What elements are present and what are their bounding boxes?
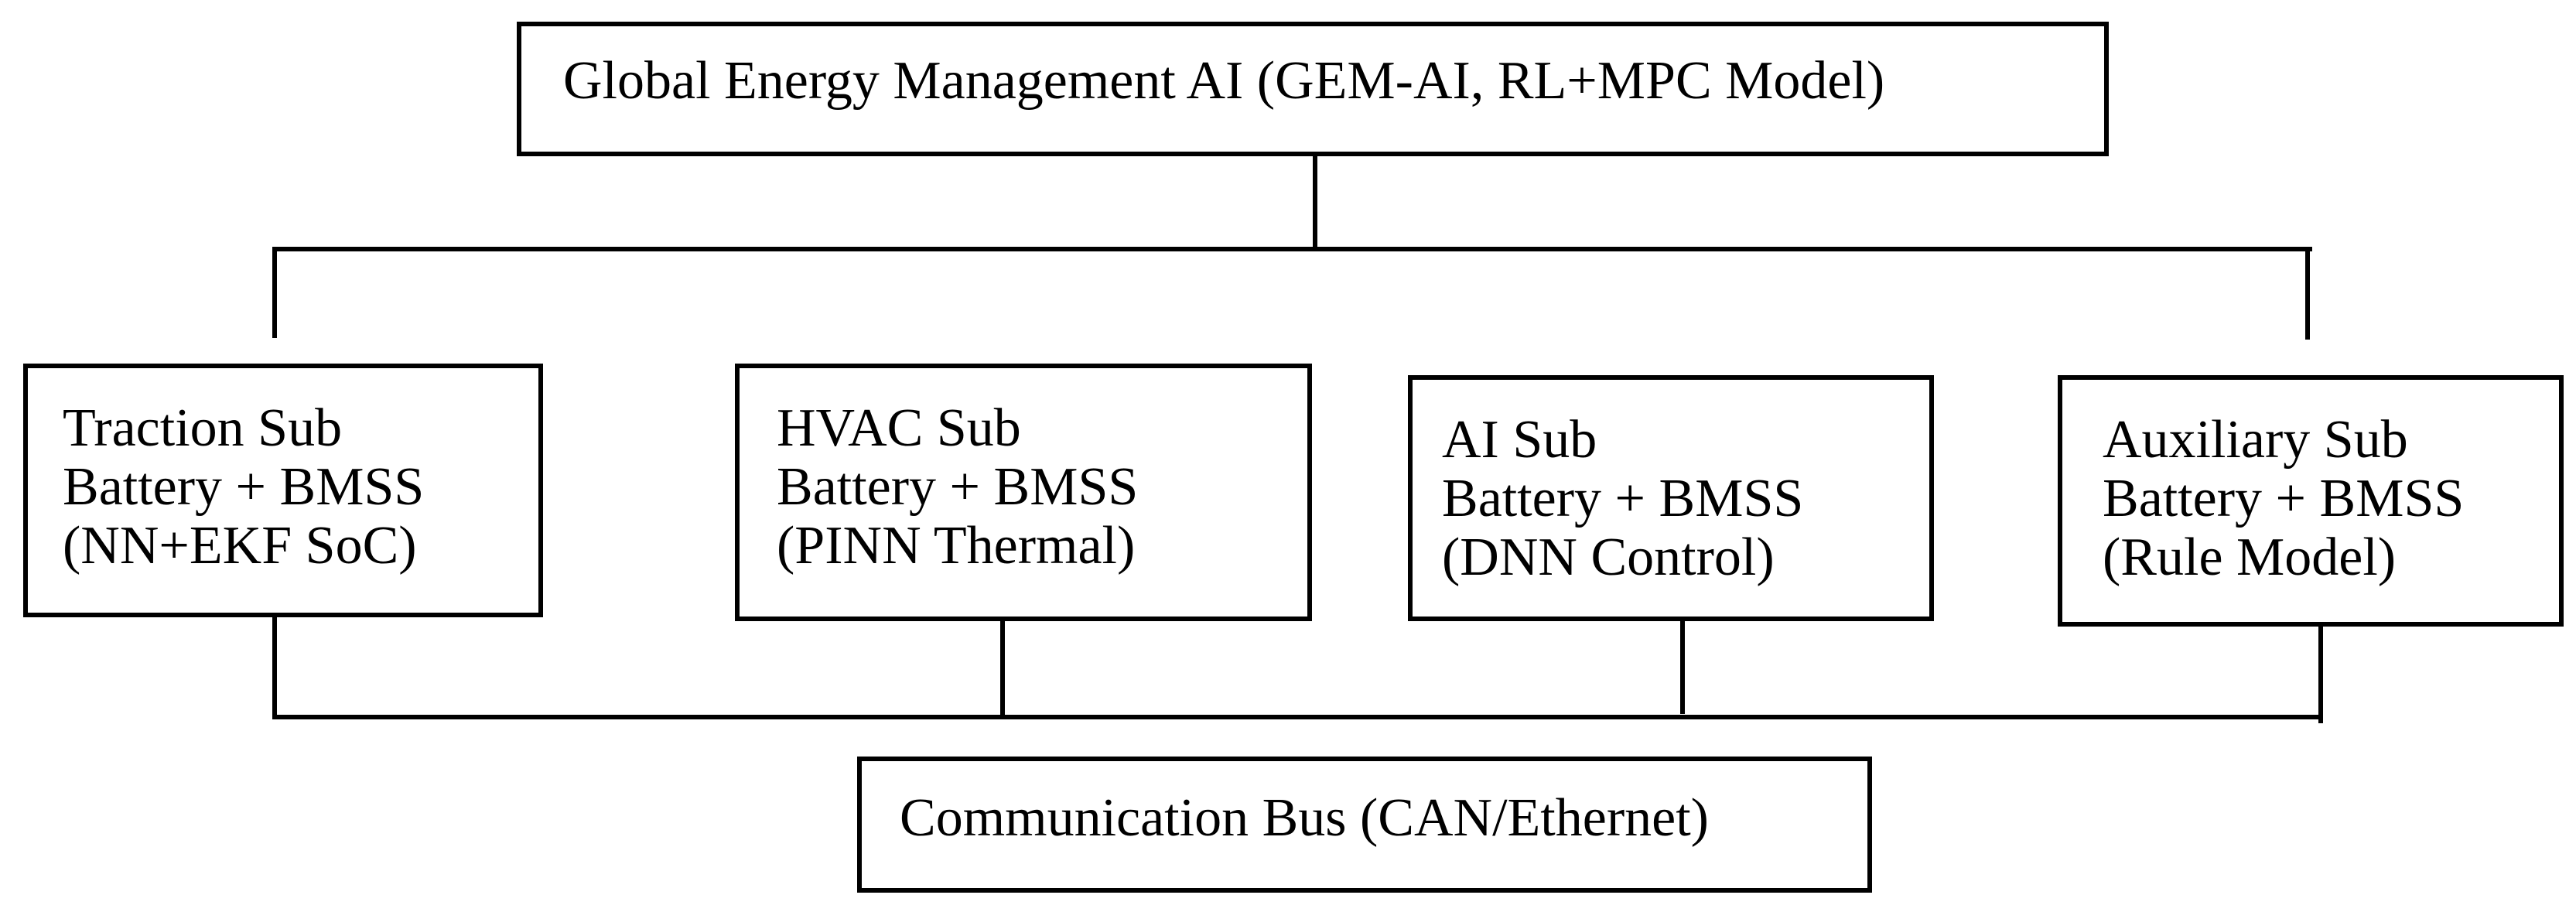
auxiliary-sub-line-1: Auxiliary Sub [2103, 410, 2408, 470]
connector-bottom-horizontal [272, 715, 2323, 719]
auxiliary-sub-line-2: Battery + BMSS [2103, 469, 2465, 528]
global-energy-management-box [517, 22, 2109, 156]
connector-top-drop-right [2305, 247, 2310, 340]
hvac-sub-battery-text: HVAC Sub Battery + BMSS (PINN Thermal) [777, 399, 1138, 576]
connector-ai-to-bus [1680, 621, 1685, 714]
traction-sub-line-2: Battery + BMSS [63, 457, 425, 517]
auxiliary-sub-battery-box: Auxiliary Sub Battery + BMSS (Rule Model… [2058, 375, 2564, 627]
traction-sub-line-1: Traction Sub [63, 398, 343, 458]
global-energy-management-label: Global Energy Management AI (GEM-AI, RL+… [563, 51, 1885, 111]
communication-bus-label: Communication Bus (CAN/Ethernet) [900, 788, 1709, 848]
ai-sub-battery-text: AI Sub Battery + BMSS (DNN Control) [1442, 411, 1803, 587]
auxiliary-sub-battery-text: Auxiliary Sub Battery + BMSS (Rule Model… [2103, 411, 2464, 587]
connector-traction-to-bus [272, 617, 277, 718]
connector-top-drop-left [272, 247, 277, 338]
connector-hvac-to-bus [1000, 621, 1005, 718]
traction-sub-line-3: (NN+EKF SoC) [63, 516, 417, 576]
traction-sub-battery-box: Traction Sub Battery + BMSS (NN+EKF SoC) [23, 364, 543, 617]
hvac-sub-line-2: Battery + BMSS [777, 457, 1139, 517]
hvac-sub-battery-box: HVAC Sub Battery + BMSS (PINN Thermal) [735, 364, 1312, 621]
connector-top-vertical [1313, 156, 1317, 249]
ai-sub-line-1: AI Sub [1442, 410, 1597, 470]
traction-sub-battery-text: Traction Sub Battery + BMSS (NN+EKF SoC) [63, 399, 424, 576]
connector-top-horizontal [272, 247, 2312, 251]
hvac-sub-line-3: (PINN Thermal) [777, 516, 1136, 576]
ai-sub-battery-box: AI Sub Battery + BMSS (DNN Control) [1408, 375, 1934, 621]
auxiliary-sub-line-3: (Rule Model) [2103, 528, 2397, 587]
ai-sub-line-2: Battery + BMSS [1442, 469, 1804, 528]
ai-sub-line-3: (DNN Control) [1442, 528, 1775, 587]
connector-auxiliary-to-bus [2318, 627, 2323, 723]
communication-bus-box [857, 757, 1872, 893]
hvac-sub-line-1: HVAC Sub [777, 398, 1021, 458]
